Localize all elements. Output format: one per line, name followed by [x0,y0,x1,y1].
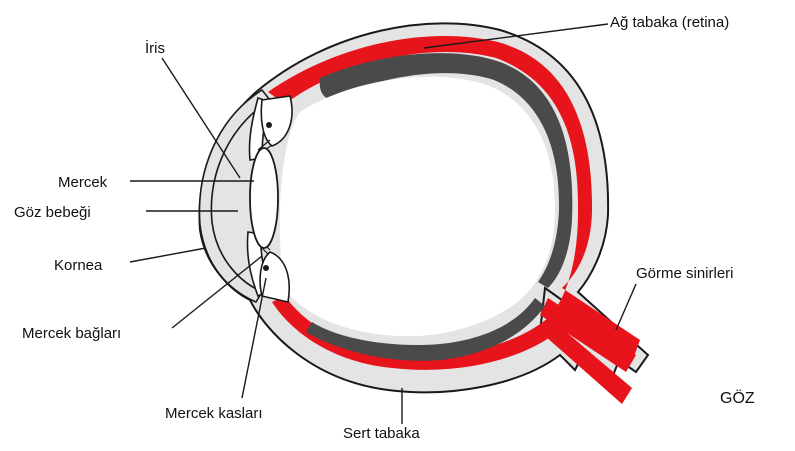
leader-iris [162,58,240,178]
ciliary-dot-upper [266,122,272,128]
label-ciliary-muscles: Mercek kasları [165,405,263,422]
label-suspensory-ligaments: Mercek bağları [22,325,121,342]
label-optic-nerves: Görme sinirleri [636,265,734,282]
label-cornea: Kornea [54,257,103,274]
leader-cornea [130,248,206,262]
label-iris: İris [145,39,165,57]
label-lens: Mercek [58,174,108,191]
lens [250,148,278,248]
label-sclera: Sert tabaka [343,425,420,442]
leader-optic [616,284,636,330]
diagram-title: GÖZ [720,389,755,407]
eyeball-interior [280,77,555,336]
label-retina: Ağ tabaka (retina) [610,14,729,31]
ciliary-dot-lower [263,265,269,271]
label-pupil: Göz bebeği [14,204,91,221]
